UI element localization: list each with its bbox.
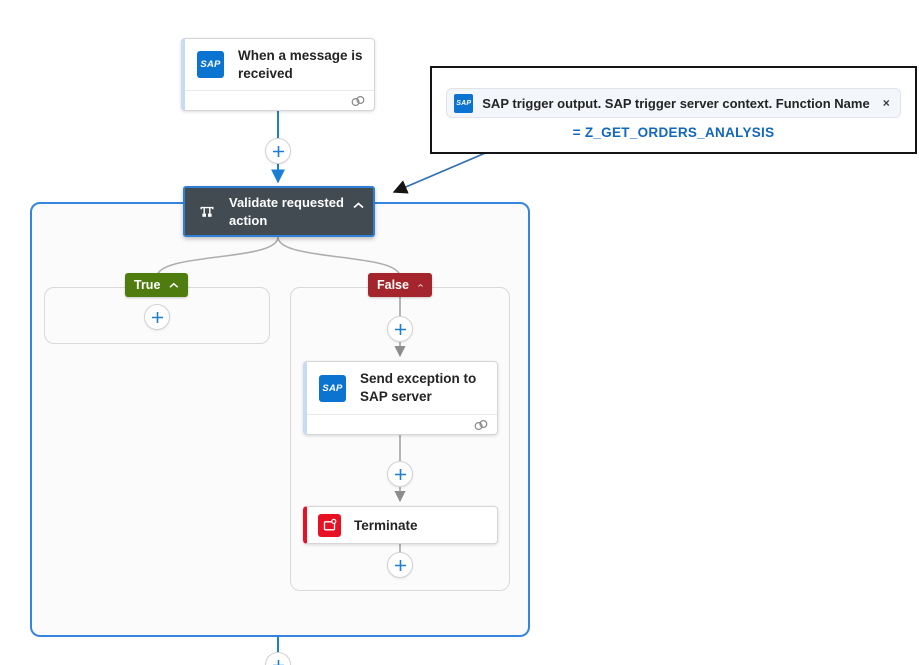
token-close-button[interactable]: × bbox=[879, 97, 890, 109]
connection-rings-icon bbox=[351, 95, 365, 106]
trigger-card-when-a-message-is-received[interactable]: SAP When a message is received bbox=[181, 38, 375, 111]
sap-icon: SAP bbox=[197, 51, 224, 78]
condition-card-validate-requested-action[interactable]: Validate requested action bbox=[183, 186, 375, 237]
send-exception-card-footer bbox=[307, 414, 497, 434]
terminate-card-title: Terminate bbox=[354, 517, 418, 533]
condition-icon bbox=[200, 206, 214, 217]
plus-icon bbox=[394, 323, 406, 335]
action-card-send-exception-to-sap-server[interactable]: SAP Send exception to SAP server bbox=[303, 361, 498, 435]
sap-icon: SAP bbox=[319, 374, 346, 402]
plus-icon bbox=[272, 145, 284, 157]
dynamic-content-token[interactable]: SAP SAP trigger output. SAP trigger serv… bbox=[446, 88, 901, 118]
terminate-icon bbox=[318, 513, 341, 537]
chevron-up-icon bbox=[352, 201, 364, 208]
insert-action-button[interactable] bbox=[265, 138, 291, 164]
send-exception-card-title: Send exception to SAP server bbox=[360, 371, 477, 404]
true-branch-label: True bbox=[134, 278, 161, 292]
expression-value: = Z_GET_ORDERS_ANALYSIS bbox=[572, 125, 775, 140]
expression-callout: SAP SAP trigger output. SAP trigger serv… bbox=[430, 66, 917, 154]
plus-icon bbox=[394, 468, 406, 480]
condition-card-title: Validate requested action bbox=[229, 194, 344, 228]
insert-action-button[interactable] bbox=[387, 461, 413, 487]
trigger-card-title: When a message is received bbox=[238, 47, 363, 81]
trigger-card-body: SAP When a message is received bbox=[185, 39, 374, 90]
trigger-card-footer bbox=[185, 90, 374, 110]
sap-icon: SAP bbox=[454, 93, 474, 113]
connection-rings-icon bbox=[474, 419, 488, 430]
false-branch-badge[interactable]: False bbox=[368, 273, 432, 297]
chevron-up-icon[interactable] bbox=[169, 282, 179, 289]
false-branch-label: False bbox=[377, 278, 409, 292]
token-label: SAP trigger output. SAP trigger server c… bbox=[482, 95, 870, 111]
insert-action-button[interactable] bbox=[265, 652, 291, 665]
plus-icon bbox=[272, 659, 284, 665]
insert-action-button[interactable] bbox=[144, 304, 170, 330]
plus-icon bbox=[394, 559, 406, 571]
insert-action-button[interactable] bbox=[387, 316, 413, 342]
action-card-terminate[interactable]: Terminate bbox=[303, 506, 498, 544]
chevron-up-icon[interactable] bbox=[418, 282, 423, 289]
insert-action-button[interactable] bbox=[387, 552, 413, 578]
plus-icon bbox=[151, 311, 163, 323]
condition-collapse-button[interactable] bbox=[351, 199, 365, 211]
send-exception-card-body: SAP Send exception to SAP server bbox=[307, 362, 497, 414]
callout-arrow bbox=[392, 150, 491, 194]
true-branch-badge[interactable]: True bbox=[125, 273, 188, 297]
